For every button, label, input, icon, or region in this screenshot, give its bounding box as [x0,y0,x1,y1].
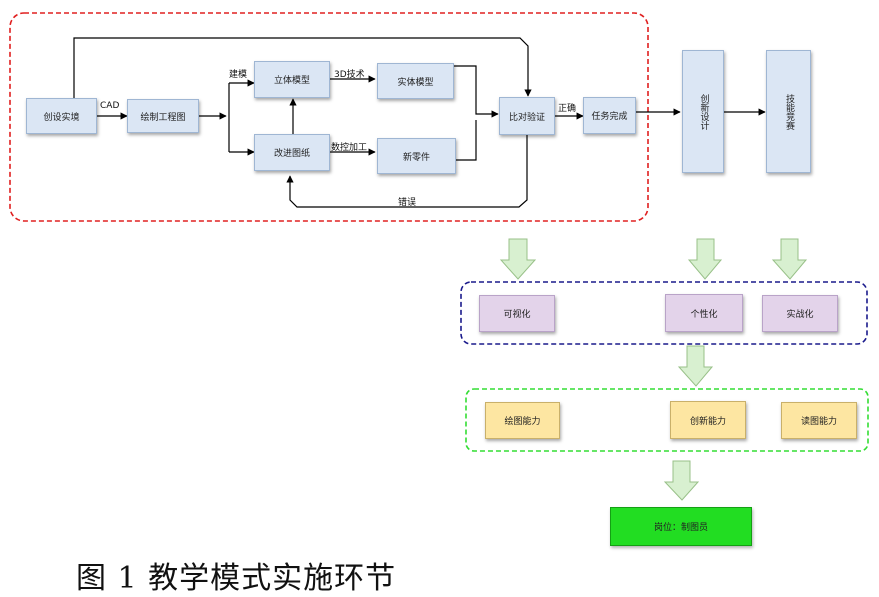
abilities-group-outline [465,388,869,452]
node-skill-competition: 技能竞赛 [766,50,811,173]
node-compare-verify: 比对验证 [499,97,555,135]
node-new-part: 新零件 [377,138,456,174]
features-group-outline [460,281,868,345]
node-task-complete: 任务完成 [583,97,636,134]
node-practical: 实战化 [762,295,838,332]
down-arrow-5 [663,460,700,501]
edge-error-loop [286,134,528,208]
node-create-scene: 创设实境 [26,98,97,134]
figure-caption: 图 1 教学模式实施环节 [76,561,397,596]
node-reading-ability: 读图能力 [781,402,857,439]
node-solid-model: 立体模型 [254,61,330,98]
down-arrow-1 [499,238,537,280]
edge-top-loop [73,37,532,98]
node-innovative-design: 创新设计 [682,50,724,173]
label-error: 错误 [398,198,417,208]
label-modeling: 建模 [229,70,248,80]
process-group-outline [9,12,649,222]
label-3d-tech: 3D技术 [334,70,365,80]
node-personalization: 个性化 [665,294,743,332]
label-cnc: 数控加工 [331,143,368,153]
node-improve-drawing: 改进图纸 [254,134,330,171]
down-arrow-4 [677,345,714,387]
node-position: 岗位：制图员 [610,507,752,546]
edge-real-to-compare [454,65,499,118]
down-arrow-2 [687,238,723,280]
node-visualization: 可视化 [479,295,555,332]
down-arrow-3 [771,238,808,280]
label-correct: 正确 [558,104,577,114]
node-innovation-ability: 创新能力 [670,401,746,439]
node-real-model: 实体模型 [377,63,454,99]
node-drafting-ability: 绘图能力 [485,402,560,439]
edge-part-to-compare [456,120,477,161]
node-draw-drawing: 绘制工程图 [127,99,199,133]
label-cad: CAD [100,101,120,111]
